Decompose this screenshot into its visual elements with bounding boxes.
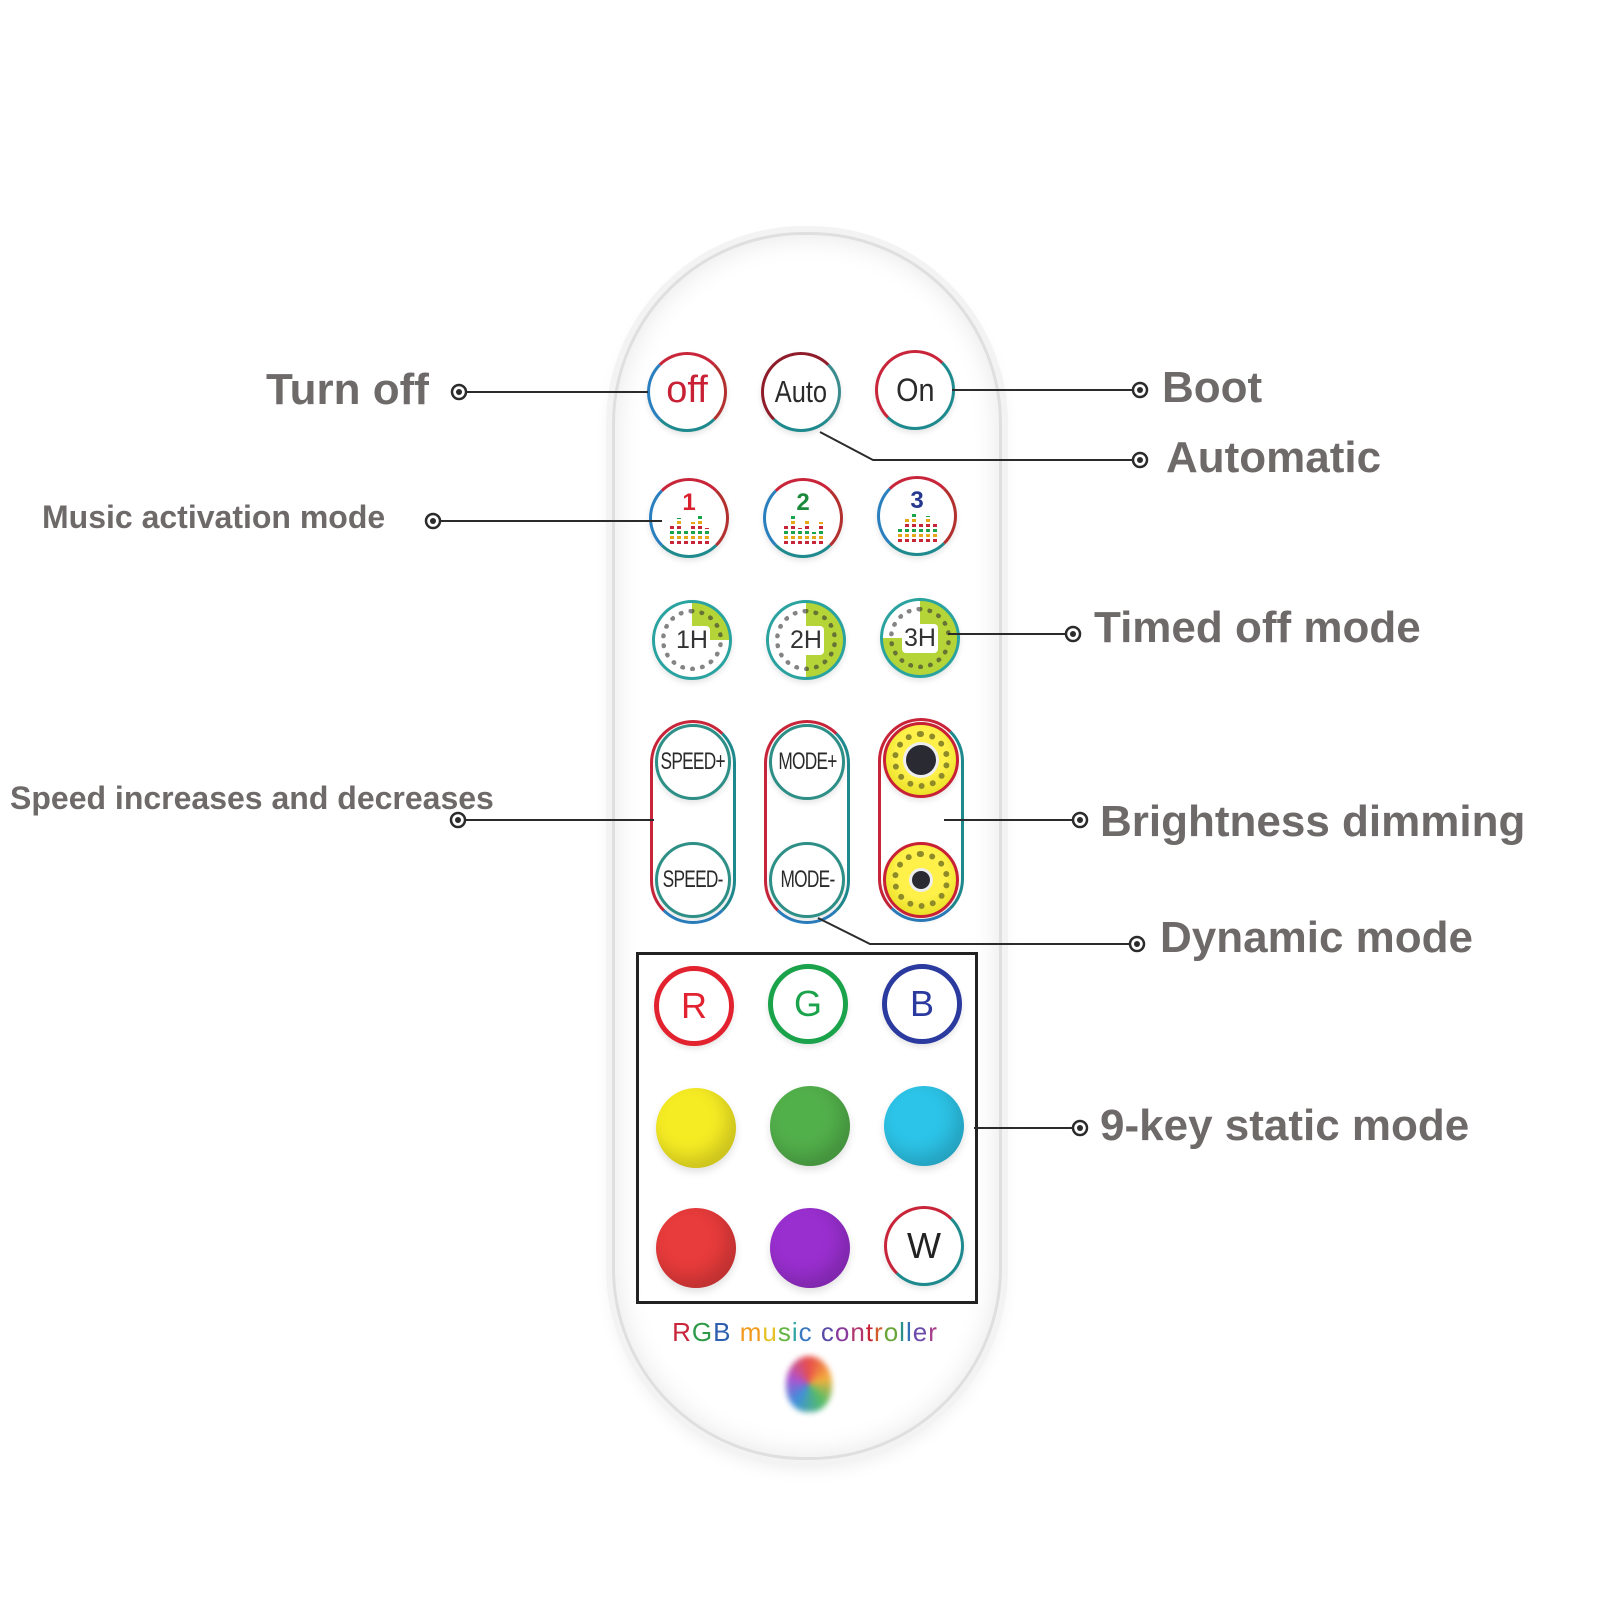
leader-dot-brightness xyxy=(1071,811,1089,829)
leader-dot-timed-off xyxy=(1064,625,1082,643)
label-speed: Speed increases and decreases xyxy=(10,780,494,816)
label-timed-off: Timed off mode xyxy=(1094,603,1421,652)
brand-letter: c xyxy=(798,1317,813,1347)
brand-letter: G xyxy=(691,1317,714,1347)
yellow-color-button[interactable] xyxy=(656,1088,736,1168)
mode-plus-label: MODE+ xyxy=(777,748,837,775)
off-button[interactable]: off xyxy=(647,352,727,432)
brand-letter: t xyxy=(865,1317,875,1347)
red-key-label: R xyxy=(681,985,707,1026)
sun-rays xyxy=(892,851,950,909)
brand-letter: i xyxy=(791,1317,799,1347)
label-automatic: Automatic xyxy=(1166,433,1382,482)
green-key-label: G xyxy=(793,983,822,1024)
mode-minus-label: MODE- xyxy=(780,866,835,893)
leader-dot-turn-off xyxy=(450,383,468,401)
brand-letter: o xyxy=(883,1317,900,1347)
leader-dot-music xyxy=(424,512,442,530)
brightness-up-button[interactable] xyxy=(883,722,959,798)
on-button[interactable]: On xyxy=(875,350,955,430)
cyan-color-button[interactable] xyxy=(884,1086,964,1166)
auto-button[interactable]: Auto xyxy=(761,352,841,432)
timer-1h-button[interactable]: 1H xyxy=(652,600,732,680)
equalizer-icon xyxy=(669,516,709,544)
leader-dot-static xyxy=(1071,1119,1089,1137)
brand-letter: r xyxy=(928,1317,938,1347)
brand-letter: c xyxy=(820,1317,835,1347)
brand-letter: l xyxy=(905,1317,913,1347)
speed-plus-label: SPEED+ xyxy=(660,748,726,775)
label-static: 9-key static mode xyxy=(1100,1101,1470,1150)
leader-dot-boot xyxy=(1131,381,1149,399)
brightness-down-button[interactable] xyxy=(883,842,959,918)
red-color-button[interactable] xyxy=(656,1208,736,1288)
blue-key-button[interactable]: B xyxy=(882,964,962,1044)
brand-letter: u xyxy=(762,1317,778,1347)
brand-letter: B xyxy=(713,1317,732,1347)
equalizer-icon xyxy=(897,514,937,542)
equalizer-icon xyxy=(783,516,823,544)
purple-color-button[interactable] xyxy=(770,1208,850,1288)
label-boot: Boot xyxy=(1162,363,1263,412)
brand-text: RGB music controller xyxy=(650,1317,960,1348)
speed-plus-button[interactable]: SPEED+ xyxy=(655,724,731,800)
green-key-button[interactable]: G xyxy=(768,964,848,1044)
auto-button-label: Auto xyxy=(774,374,828,409)
timer-2h-button[interactable]: 2H xyxy=(766,600,846,680)
mode-minus-button[interactable]: MODE- xyxy=(769,842,845,918)
brand-letter: n xyxy=(850,1317,866,1347)
white-key-label: W xyxy=(907,1225,941,1266)
on-button-label: On xyxy=(895,371,935,408)
music-mode-2-number: 2 xyxy=(796,489,810,516)
music-mode-1-button[interactable]: 1 xyxy=(649,478,729,558)
music-mode-3-number: 3 xyxy=(910,487,924,514)
speed-minus-label: SPEED- xyxy=(662,866,724,893)
leader-dot-automatic xyxy=(1131,451,1149,469)
green-color-button[interactable] xyxy=(770,1086,850,1166)
speed-minus-button[interactable]: SPEED- xyxy=(655,842,731,918)
music-mode-1-number: 1 xyxy=(682,489,696,516)
app-logo-icon xyxy=(786,1356,832,1412)
label-turn-off: Turn off xyxy=(266,365,429,414)
timer-1h-label: 1H xyxy=(674,625,710,655)
brand-letter: o xyxy=(834,1317,851,1347)
mode-plus-button[interactable]: MODE+ xyxy=(769,724,845,800)
label-music-activation: Music activation mode xyxy=(42,499,386,535)
off-button-label: off xyxy=(666,368,708,411)
brand-letter: e xyxy=(912,1317,929,1347)
red-key-button[interactable]: R xyxy=(654,966,734,1046)
leader-dot-dynamic xyxy=(1128,935,1146,953)
brand-letter: r xyxy=(874,1317,884,1347)
timer-2h-label: 2H xyxy=(788,625,824,655)
brand-letter: s xyxy=(777,1317,792,1347)
brand-letter: m xyxy=(739,1317,763,1347)
label-brightness: Brightness dimming xyxy=(1100,797,1526,846)
white-key-button[interactable]: W xyxy=(884,1206,964,1286)
brand-letter xyxy=(813,1317,821,1347)
timer-3h-button[interactable]: 3H xyxy=(880,598,960,678)
timer-3h-label: 3H xyxy=(902,623,938,653)
brand-letter xyxy=(731,1317,739,1347)
label-dynamic: Dynamic mode xyxy=(1160,913,1473,962)
sun-rays xyxy=(892,731,950,789)
music-mode-2-button[interactable]: 2 xyxy=(763,478,843,558)
brand-letter: l xyxy=(899,1317,906,1347)
blue-key-label: B xyxy=(909,983,934,1024)
brand-letter: R xyxy=(672,1317,692,1347)
music-mode-3-button[interactable]: 3 xyxy=(877,476,957,556)
